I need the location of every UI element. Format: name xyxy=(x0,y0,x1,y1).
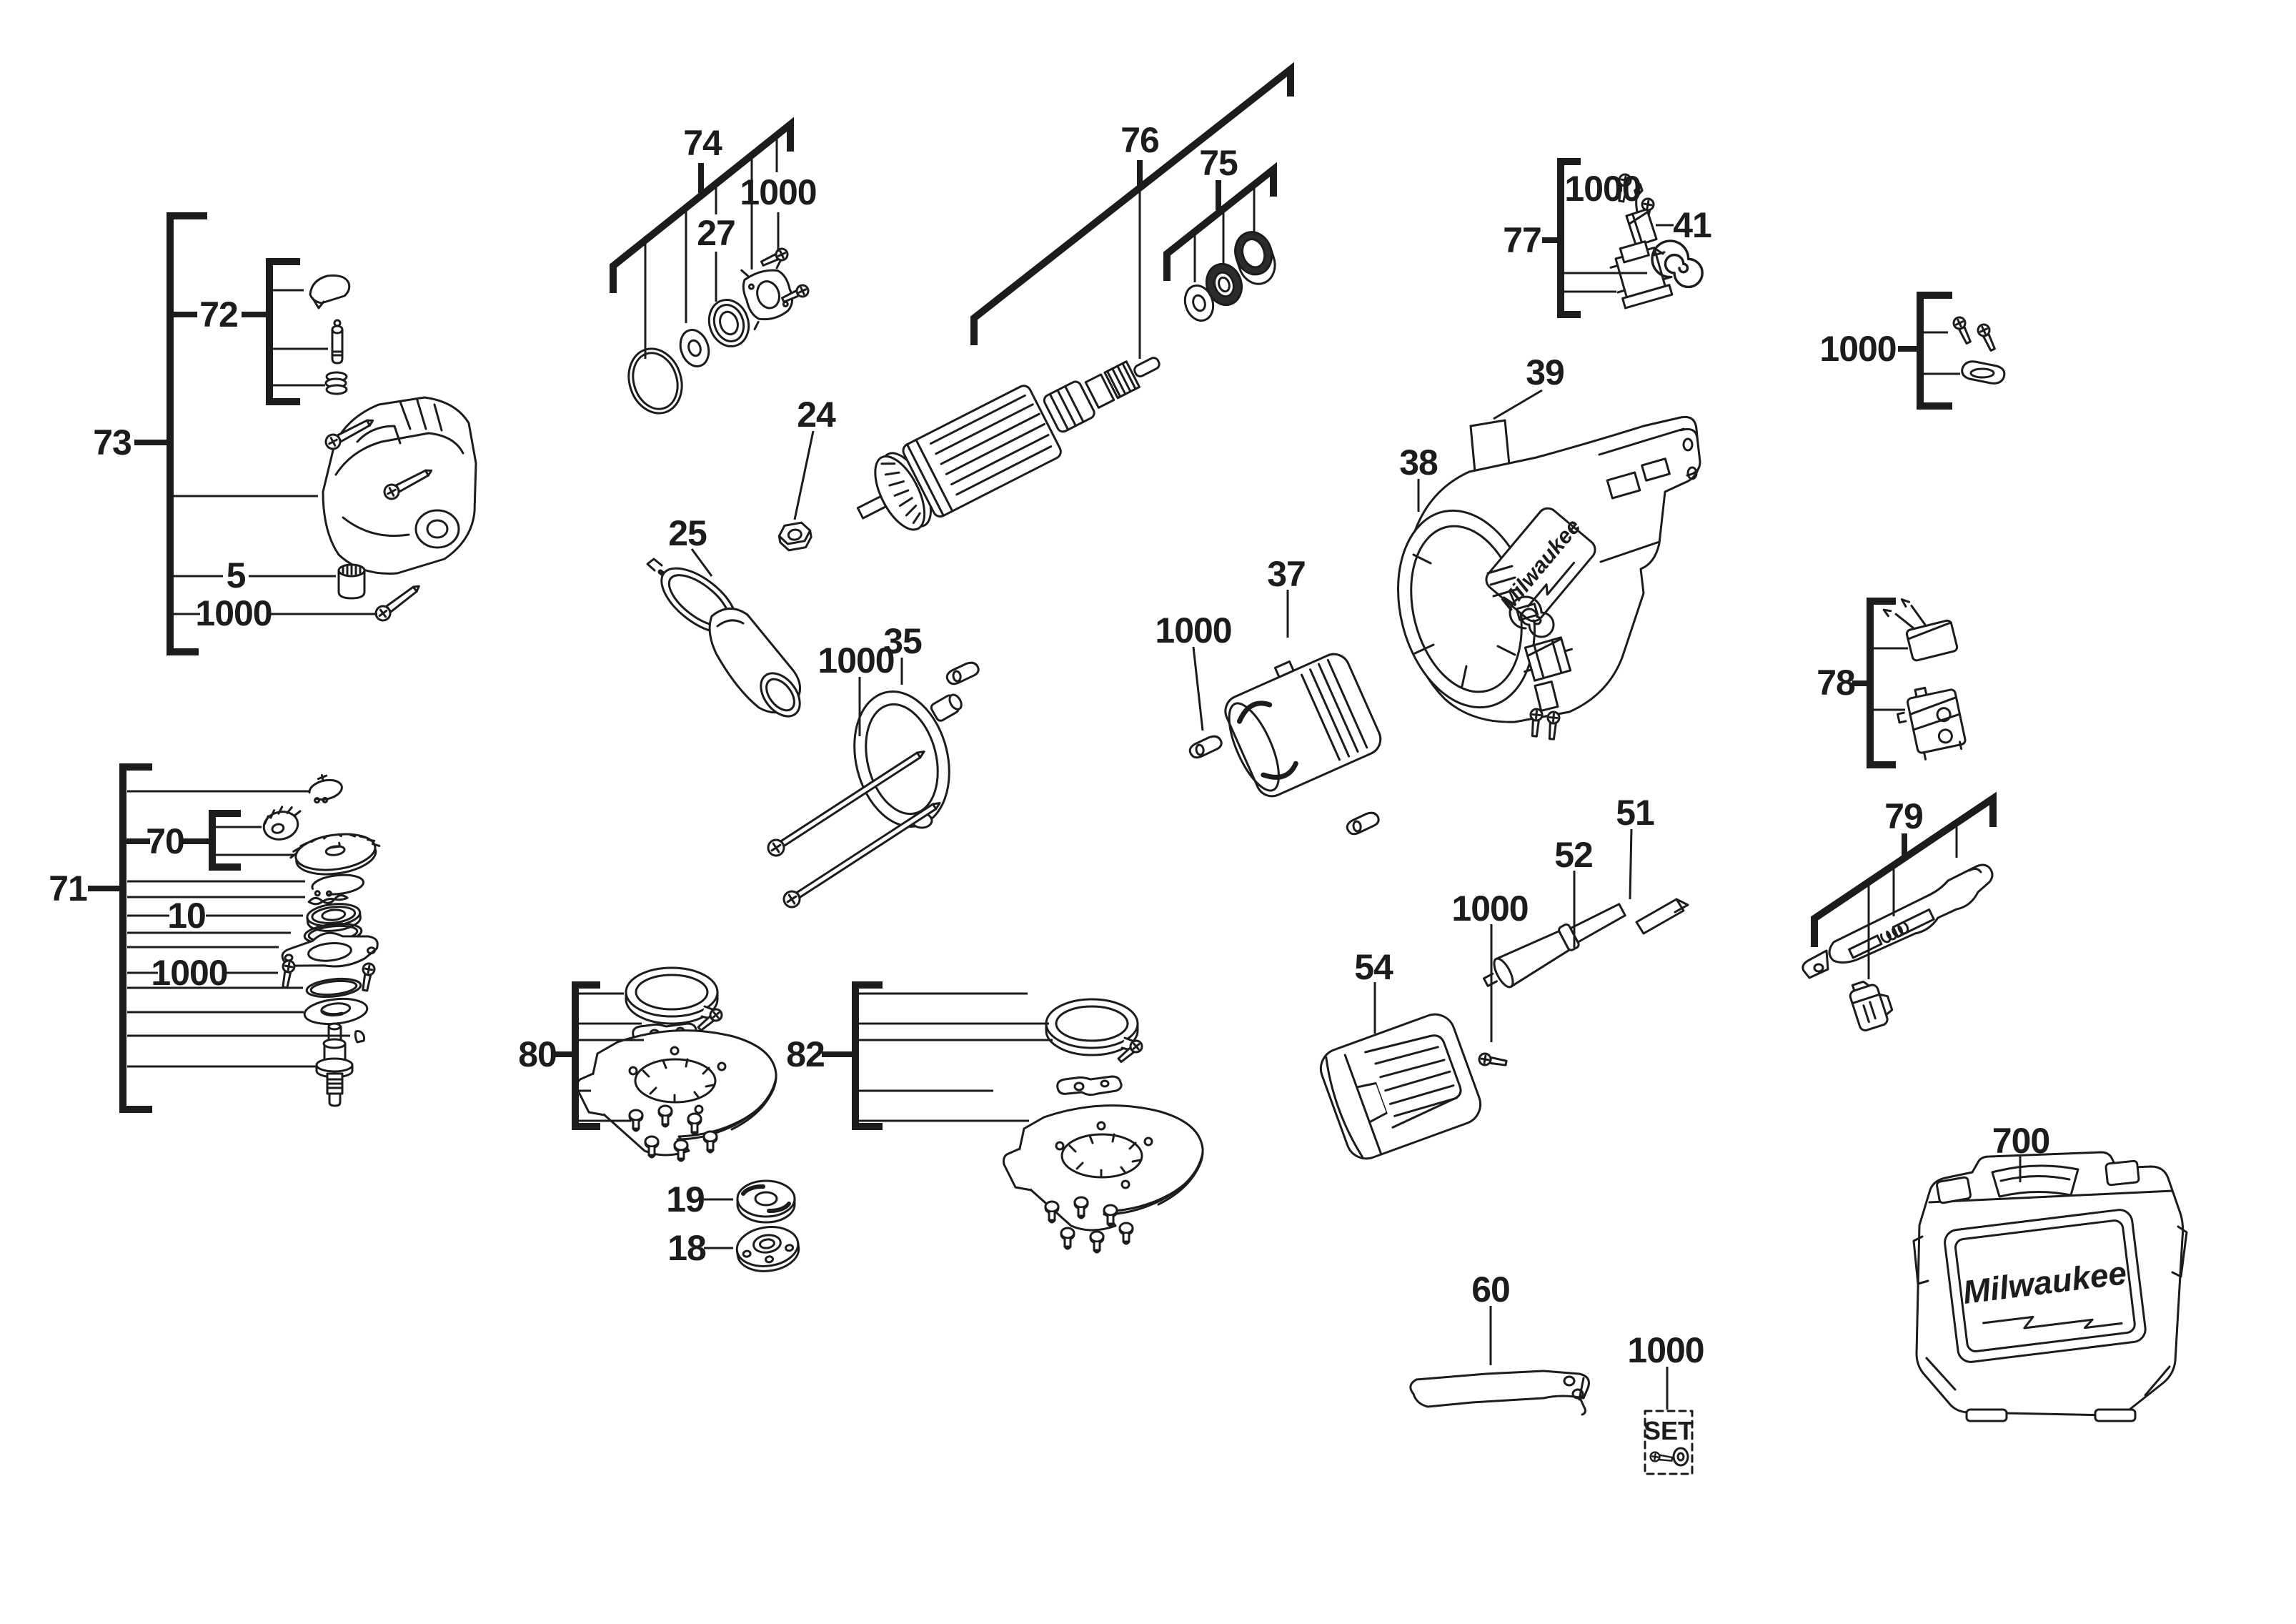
part-number-75: 75 xyxy=(1199,143,1238,183)
part-number-37: 37 xyxy=(1267,554,1306,594)
part-number-1000: 1000 xyxy=(195,593,272,633)
part-number-1000: 1000 xyxy=(1451,888,1529,929)
field-stator-37 xyxy=(1224,653,1382,798)
bracket-line xyxy=(572,981,600,1130)
part-number-79: 79 xyxy=(1884,796,1924,836)
bevel-gear-70 xyxy=(289,833,381,876)
part-number-80: 80 xyxy=(518,1034,557,1074)
part-number-1000: 1000 xyxy=(1627,1330,1704,1370)
part-number-76: 76 xyxy=(1120,120,1160,160)
o-ring-71b xyxy=(305,977,362,999)
washer-74 xyxy=(679,329,710,367)
part-number-10: 10 xyxy=(167,896,207,936)
part-number-700: 700 xyxy=(1992,1121,2050,1161)
side-handle-25 xyxy=(646,558,801,718)
bracket-line xyxy=(610,117,794,293)
switch-spring-79 xyxy=(1880,922,1909,944)
leader-line xyxy=(793,430,815,520)
part-number-24: 24 xyxy=(797,395,836,435)
motor-housing-38: Milwaukee xyxy=(1397,415,1701,723)
part-number-1000: 1000 xyxy=(740,172,817,212)
part-number-77: 77 xyxy=(1503,220,1542,260)
gear-case-housing-73 xyxy=(322,396,477,575)
part-number-39: 39 xyxy=(1526,352,1565,392)
part-number-27: 27 xyxy=(697,213,736,253)
bracket-line xyxy=(1557,158,1581,318)
lock-button-72 xyxy=(309,274,351,310)
part-number-1000: 1000 xyxy=(1564,169,1641,209)
paddle-lever-79 xyxy=(1801,863,1994,979)
set-label: SET xyxy=(1644,1416,1694,1445)
bracket-line xyxy=(1811,791,1997,947)
part-number-52: 52 xyxy=(1554,835,1594,875)
leader-line xyxy=(1192,646,1204,731)
bracket-line xyxy=(1917,292,1952,410)
leader-line xyxy=(1493,389,1543,420)
bearing-retainer-1000 xyxy=(278,931,379,993)
part-number-5: 5 xyxy=(226,555,247,595)
part-number-71: 71 xyxy=(49,868,88,908)
spring-72 xyxy=(324,371,348,395)
bearing-plate-74 xyxy=(740,245,812,331)
woodruff-key-71 xyxy=(354,1030,365,1044)
cord-clamp-1000 xyxy=(1961,360,2006,385)
part-number-25: 25 xyxy=(668,513,707,553)
part-number-70: 70 xyxy=(146,821,185,861)
part-number-35: 35 xyxy=(883,621,923,661)
bracket-line xyxy=(970,61,1294,345)
bearing-sleeve-75 xyxy=(1234,231,1276,285)
leader-line xyxy=(690,548,713,577)
part-number-78: 78 xyxy=(1817,663,1856,703)
ball-bearing-10 xyxy=(306,903,362,932)
bracket-line xyxy=(119,763,152,1113)
part-number-18: 18 xyxy=(667,1228,707,1268)
snap-ring-71 xyxy=(311,873,365,897)
needle-bearing-5 xyxy=(337,563,366,600)
part-number-60: 60 xyxy=(1471,1269,1511,1309)
bearing-75 xyxy=(1205,262,1243,307)
part-number-54: 54 xyxy=(1354,947,1393,987)
part-number-51: 51 xyxy=(1616,793,1655,833)
retaining-ring-71 xyxy=(308,773,343,804)
detent-pin-72 xyxy=(331,319,344,365)
brush-insert xyxy=(1527,680,1561,741)
spanner-wrench-60 xyxy=(1409,1370,1590,1416)
lock-button-79 xyxy=(1849,980,1894,1031)
bracket-line xyxy=(1867,598,1896,768)
part-number-73: 73 xyxy=(93,422,132,462)
carrying-case-700: Milwaukee xyxy=(1912,1151,2188,1422)
bracket-line xyxy=(209,810,241,871)
part-number-74: 74 xyxy=(683,123,722,163)
part-number-1000: 1000 xyxy=(817,640,895,680)
inner-flange-18 xyxy=(735,1226,800,1272)
bracket-line xyxy=(266,258,300,405)
switch-block xyxy=(1524,636,1574,682)
capacitor-78 xyxy=(1882,598,1959,662)
part-number-82: 82 xyxy=(786,1034,825,1074)
part-number-19: 19 xyxy=(666,1179,705,1219)
set-kit-1000: SET xyxy=(1644,1410,1694,1475)
pinion-gear-70 xyxy=(262,806,302,841)
ball-bearing-27 xyxy=(707,299,750,347)
bracket-line xyxy=(852,981,883,1130)
bracket-line xyxy=(1163,162,1277,281)
wave-washer-71 xyxy=(307,894,349,906)
part-number-72: 72 xyxy=(199,294,239,335)
rear-cover-54 xyxy=(1319,1013,1482,1160)
part-number-1000: 1000 xyxy=(1155,610,1232,650)
leader-line xyxy=(1629,828,1633,900)
hex-nut-24 xyxy=(777,521,812,552)
part-number-1000: 1000 xyxy=(151,953,228,993)
power-cord-51 xyxy=(1635,898,1689,935)
part-number-38: 38 xyxy=(1399,442,1438,482)
switch-78 xyxy=(1897,686,1967,761)
part-number-41: 41 xyxy=(1673,205,1712,245)
armature-76 xyxy=(856,357,1161,531)
part-number-1000: 1000 xyxy=(1819,329,1897,369)
bracket-line xyxy=(167,212,207,655)
